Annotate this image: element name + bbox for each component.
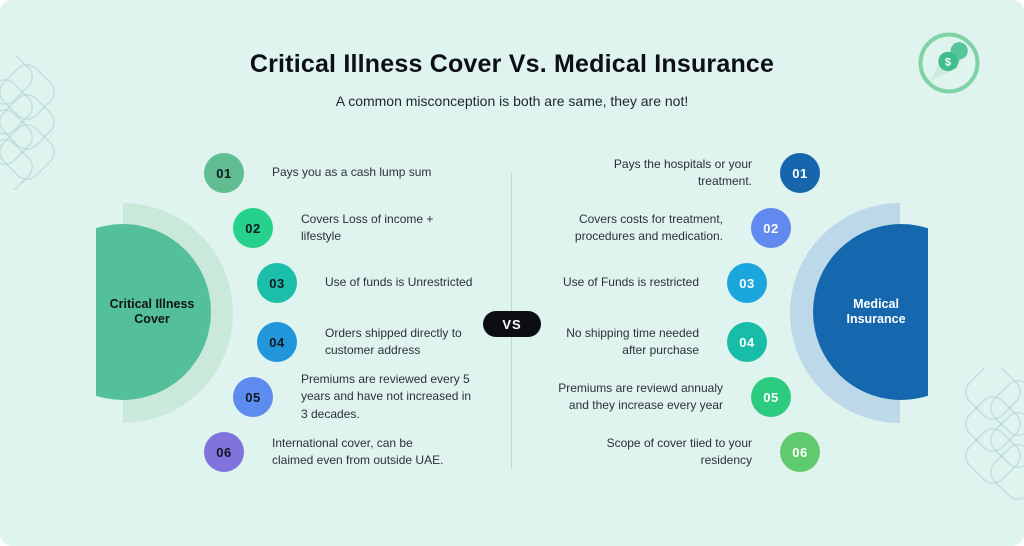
ci-item-2: 02 Covers Loss of income + lifestyle bbox=[200, 198, 500, 258]
item-number-badge: 01 bbox=[780, 153, 820, 193]
mi-item-4: 04 No shipping time needed after purchas… bbox=[524, 312, 824, 372]
item-text: Pays you as a cash lump sum bbox=[272, 165, 432, 180]
compass-hub bbox=[938, 51, 958, 72]
medical-insurance-label: Medical Insurance bbox=[846, 297, 906, 326]
ci-item-1: 01 Pays you as a cash lump sum bbox=[200, 143, 500, 203]
item-number-badge: 03 bbox=[257, 263, 297, 303]
mi-item-2: 02 Covers costs for treatment, procedure… bbox=[524, 198, 824, 258]
ci-item-4: 04 Orders shipped directly to customer a… bbox=[200, 312, 500, 372]
item-number-badge: 05 bbox=[751, 377, 791, 417]
mi-item-5: 05 Premiums are reviewd annualy and they… bbox=[524, 367, 824, 427]
item-number-badge: 04 bbox=[727, 322, 767, 362]
medical-insurance-arc bbox=[813, 224, 928, 400]
dollar-icon: $ bbox=[945, 57, 952, 69]
mi-item-6: 06 Scope of cover tiied to your residenc… bbox=[524, 422, 824, 482]
item-text: Covers Loss of income + lifestyle bbox=[301, 211, 434, 244]
mi-item-3: 03 Use of Funds is restricted bbox=[524, 253, 824, 313]
critical-illness-label: Critical Illness Cover bbox=[109, 297, 195, 326]
ci-item-5: 05 Premiums are reviewed every 5 years a… bbox=[200, 367, 500, 427]
item-number-badge: 02 bbox=[751, 208, 791, 248]
item-text: Premiums are reviewd annualy and they in… bbox=[558, 380, 723, 413]
item-text: Covers costs for treatment, procedures a… bbox=[574, 211, 723, 244]
diamond-pattern-bottom-right bbox=[965, 368, 1024, 500]
critical-illness-arc bbox=[96, 224, 211, 400]
item-number-badge: 06 bbox=[204, 432, 244, 472]
ci-item-6: 06 International cover, can be claimed e… bbox=[200, 422, 500, 482]
item-text: Premiums are reviewed every 5 years and … bbox=[301, 371, 472, 421]
item-number-badge: 01 bbox=[204, 153, 244, 193]
item-number-badge: 06 bbox=[780, 432, 820, 472]
item-text: Use of funds is Unrestricted bbox=[325, 275, 473, 290]
money-compass-logo: $ bbox=[918, 32, 980, 94]
compass-ring bbox=[918, 32, 980, 94]
vs-badge: VS bbox=[483, 311, 541, 337]
item-text: Orders shipped directly to customer addr… bbox=[325, 325, 462, 358]
page-title: Critical Illness Cover Vs. Medical Insur… bbox=[249, 50, 775, 78]
item-text: International cover, can be claimed even… bbox=[272, 435, 444, 468]
item-text: No shipping time needed after purchase bbox=[566, 325, 699, 358]
item-text: Pays the hospitals or your treatment. bbox=[613, 156, 752, 189]
item-text: Use of Funds is restricted bbox=[562, 275, 699, 290]
item-text: Scope of cover tiied to your residency bbox=[606, 435, 752, 468]
mi-item-1: 01 Pays the hospitals or your treatment. bbox=[524, 143, 824, 203]
page-subtitle: A common misconception is both are same,… bbox=[335, 93, 689, 109]
ci-item-3: 03 Use of funds is Unrestricted bbox=[200, 253, 500, 313]
item-number-badge: 02 bbox=[233, 208, 273, 248]
item-number-badge: 04 bbox=[257, 322, 297, 362]
item-number-badge: 03 bbox=[727, 263, 767, 303]
item-number-badge: 05 bbox=[233, 377, 273, 417]
